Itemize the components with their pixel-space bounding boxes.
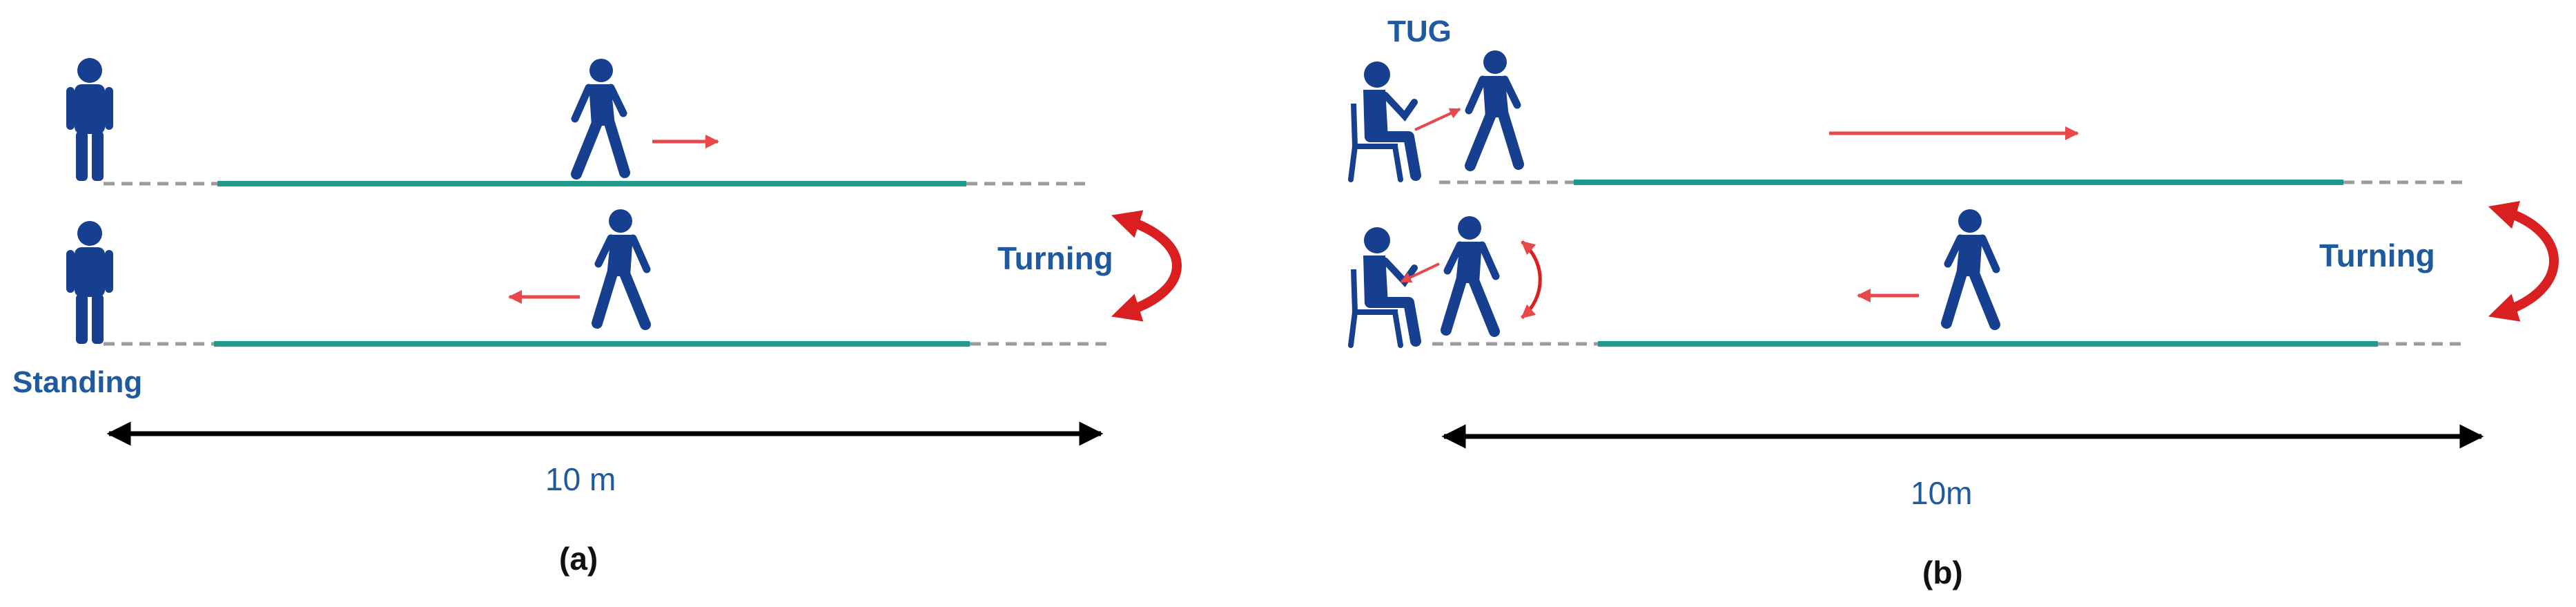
walking-person-icon — [1469, 50, 1519, 166]
walking-person-icon — [1446, 216, 1496, 331]
standing-label: Standing — [12, 365, 142, 399]
caption-a: (a) — [559, 541, 598, 577]
caption-b: (b) — [1922, 555, 1963, 590]
panel-a: Turning Standing 10 m (a) — [12, 58, 1182, 577]
stand-up-arrow — [1414, 108, 1461, 131]
small-turn-arrow-icon — [1521, 240, 1542, 319]
walking-person-icon — [1946, 209, 1996, 325]
standing-person-icon — [66, 58, 113, 181]
tug-label: TUG — [1387, 15, 1452, 48]
turning-label: Turning — [2319, 238, 2435, 273]
walking-person-icon — [575, 59, 625, 174]
seated-person-icon — [1351, 227, 1416, 345]
sit-down-arrow — [1400, 262, 1440, 283]
walking-person-icon — [597, 209, 647, 325]
standing-person-icon — [66, 221, 113, 344]
curved-double-arrow-icon — [2488, 200, 2559, 322]
curved-double-arrow-icon — [1111, 210, 1182, 322]
distance-label: 10 m — [545, 461, 616, 497]
distance-label: 10m — [1911, 475, 1972, 511]
turning-label: Turning — [997, 240, 1113, 276]
panel-b: TUG Turning 10m (b) — [1351, 15, 2559, 590]
seated-person-icon — [1351, 61, 1416, 180]
